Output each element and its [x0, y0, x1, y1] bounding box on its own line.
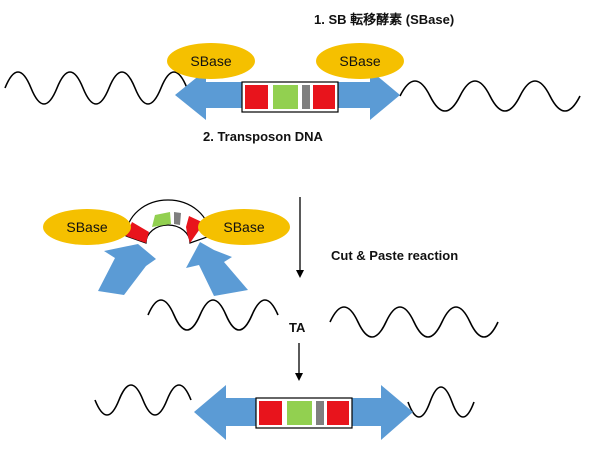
sbase-enzyme-top-left: SBase: [167, 43, 255, 79]
right-dna-strand-bottom: [407, 386, 475, 418]
right-arrow-top: [337, 70, 400, 120]
down-arrow-2-head: [295, 373, 303, 381]
ta-label: TA: [289, 320, 306, 335]
step2-label: 2. Transposon DNA: [203, 129, 324, 144]
sbase-enzyme-mid-left: SBase: [43, 209, 131, 245]
sbase-label: SBase: [339, 53, 380, 69]
mid-left-arrow: [98, 244, 156, 295]
down-arrow-1-head: [296, 270, 304, 278]
sbase-enzyme-mid-right: SBase: [198, 209, 290, 245]
left-arrow-top: [175, 70, 243, 120]
left-dna-strand-top: [4, 71, 188, 105]
left-arrow-bottom: [194, 385, 258, 440]
left-dna-strand-mid: [147, 299, 279, 331]
left-dna-strand-bottom: [94, 384, 192, 416]
right-arrow-bottom: [349, 385, 413, 440]
transposon-cassette-bottom: [255, 397, 353, 429]
right-dna-strand-top: [399, 80, 581, 112]
sbase-label: SBase: [190, 53, 231, 69]
mid-right-arrow: [186, 242, 248, 296]
sbase-enzyme-top-right: SBase: [316, 43, 404, 79]
sbase-label: SBase: [66, 219, 107, 235]
reaction-label: Cut & Paste reaction: [331, 248, 458, 263]
step1-label: 1. SB 転移酵素 (SBase): [314, 12, 454, 27]
excised-transposon-arc: [125, 199, 211, 244]
transposon-cassette-top: [241, 81, 339, 113]
right-dna-strand-mid: [329, 306, 499, 338]
sbase-label: SBase: [223, 219, 264, 235]
